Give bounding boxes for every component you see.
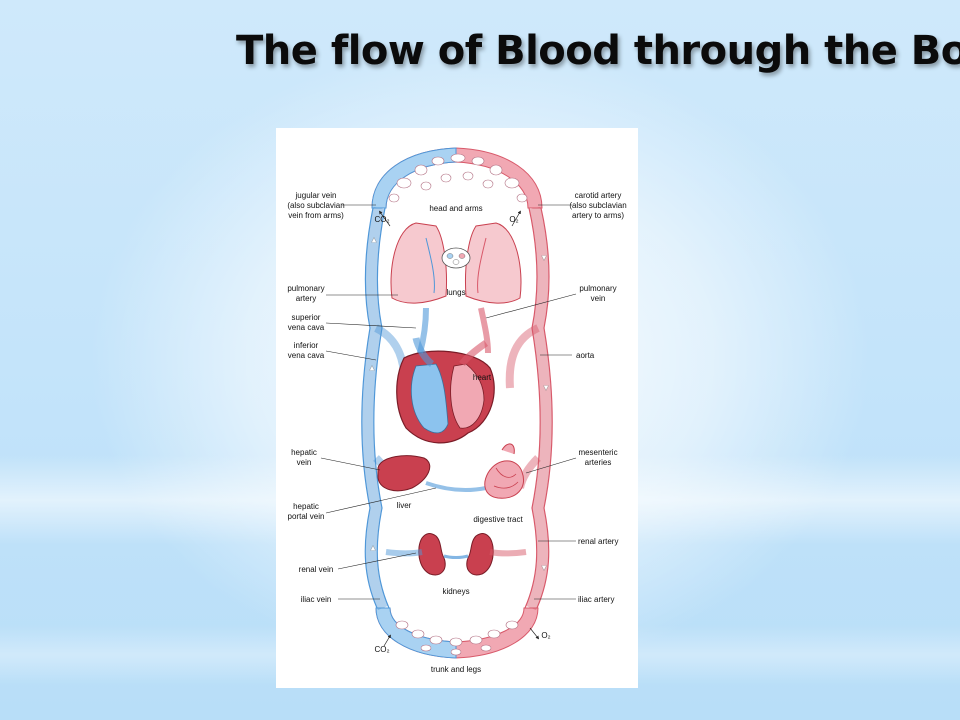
label-pulmonary-artery-1: pulmonary bbox=[287, 284, 324, 293]
label-carotid-artery-2: (also subclavian bbox=[569, 201, 626, 210]
kidneys bbox=[385, 533, 527, 576]
svg-text:(also subclavian: (also subclavian bbox=[287, 201, 344, 210]
label-heart: heart bbox=[473, 373, 492, 382]
label-pulmonary-vein-2: vein bbox=[591, 294, 606, 303]
trunk-capillary-bed bbox=[375, 607, 539, 659]
circulation-diagram: jugular vein (also subclavian vein from … bbox=[276, 128, 638, 688]
label-liver: liver bbox=[397, 501, 412, 510]
label-iliac-artery: iliac artery bbox=[578, 595, 614, 604]
label-renal-vein: renal vein bbox=[299, 565, 334, 574]
label-co2-bottom: CO₂ bbox=[374, 645, 389, 654]
label-jugular-vein-1: jugular vein bbox=[295, 191, 337, 200]
systemic-vein-tube bbox=[362, 206, 389, 611]
systemic-artery-outline bbox=[524, 207, 553, 609]
label-carotid-artery-1: carotid artery bbox=[575, 191, 622, 200]
digestive-tract bbox=[484, 443, 524, 499]
label-o2-top: O₂ bbox=[509, 215, 518, 224]
label-lungs: lungs bbox=[446, 288, 465, 297]
head-capillary-bed bbox=[371, 147, 543, 209]
label-hepatic-vein-1: hepatic bbox=[291, 448, 317, 457]
label-jugular-vein-2: (also subclavian bbox=[287, 201, 344, 210]
label-superior-vena-cava-1: superior bbox=[292, 313, 321, 322]
label-co2-top: CO₂ bbox=[374, 215, 389, 224]
diagram-labels: jugular vein (also subclavian vein from … bbox=[287, 191, 626, 674]
svg-text:jugular vein: jugular vein bbox=[295, 191, 337, 200]
label-head-and-arms: head and arms bbox=[429, 204, 482, 213]
label-digestive-tract: digestive tract bbox=[473, 515, 523, 524]
slide-title: The flow of Blood through the Body bbox=[236, 28, 960, 74]
lungs bbox=[390, 222, 522, 304]
liver bbox=[377, 455, 487, 493]
label-aorta: aorta bbox=[576, 351, 595, 360]
heart bbox=[396, 307, 495, 444]
circulation-svg: jugular vein (also subclavian vein from … bbox=[287, 147, 627, 674]
label-hepatic-vein-2: vein bbox=[297, 458, 312, 467]
label-pulmonary-artery-2: artery bbox=[296, 294, 316, 303]
label-superior-vena-cava-2: vena cava bbox=[288, 323, 325, 332]
label-inferior-vena-cava-2: vena cava bbox=[288, 351, 325, 360]
label-inferior-vena-cava-1: inferior bbox=[294, 341, 319, 350]
label-jugular-vein-3: vein from arms) bbox=[288, 211, 344, 220]
leader-lines bbox=[320, 204, 577, 647]
label-hepatic-portal-vein-2: portal vein bbox=[288, 512, 325, 521]
svg-text:vein from arms): vein from arms) bbox=[288, 211, 344, 220]
label-kidneys: kidneys bbox=[442, 587, 469, 596]
label-pulmonary-vein-1: pulmonary bbox=[579, 284, 616, 293]
systemic-vein-outline bbox=[361, 207, 390, 609]
label-mesenteric-arteries-2: arteries bbox=[585, 458, 612, 467]
systemic-artery-tube bbox=[525, 206, 552, 611]
label-hepatic-portal-vein-1: hepatic bbox=[293, 502, 319, 511]
label-iliac-vein: iliac vein bbox=[301, 595, 332, 604]
label-trunk-and-legs: trunk and legs bbox=[431, 665, 481, 674]
label-carotid-artery-3: artery to arms) bbox=[572, 211, 624, 220]
label-renal-artery: renal artery bbox=[578, 537, 618, 546]
label-o2-bottom: O₂ bbox=[541, 631, 550, 640]
label-mesenteric-arteries-1: mesenteric bbox=[578, 448, 617, 457]
